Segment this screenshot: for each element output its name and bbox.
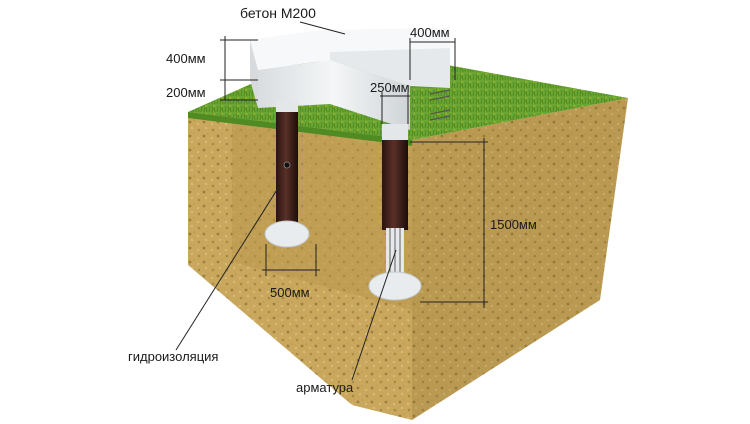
concrete-beam-front (258, 60, 410, 130)
concrete-beam-side (250, 40, 258, 108)
left-pile-base (264, 220, 310, 248)
concrete-beam-arm (330, 48, 450, 88)
top-width-label: 400мм (410, 25, 450, 40)
soil-right-face (412, 98, 628, 420)
soil-right-shade (412, 98, 628, 420)
rebar-ends (429, 89, 451, 121)
pile-depth-label: 1500мм (490, 217, 537, 232)
concrete-grade-label: бетон М200 (240, 5, 316, 21)
grass-edge (188, 112, 412, 146)
right-pile-shaft (382, 140, 408, 230)
rebar-label: арматура (296, 380, 354, 395)
right-pile-collar (382, 124, 408, 142)
right-pile-base (368, 271, 422, 301)
beam-gap-label: 200мм (166, 85, 206, 100)
dimension-lines (175, 21, 488, 381)
concrete-beam-top (250, 28, 450, 86)
left-pile-collar (276, 100, 298, 114)
pile-diameter-label: 250мм (370, 80, 410, 95)
left-pile-shaft (276, 112, 298, 234)
waterproofing-label: гидроизоляция (128, 349, 219, 364)
base-width-label: 500мм (270, 285, 310, 300)
left-pile-hole (283, 161, 291, 169)
beam-height-label: 400мм (166, 51, 206, 66)
